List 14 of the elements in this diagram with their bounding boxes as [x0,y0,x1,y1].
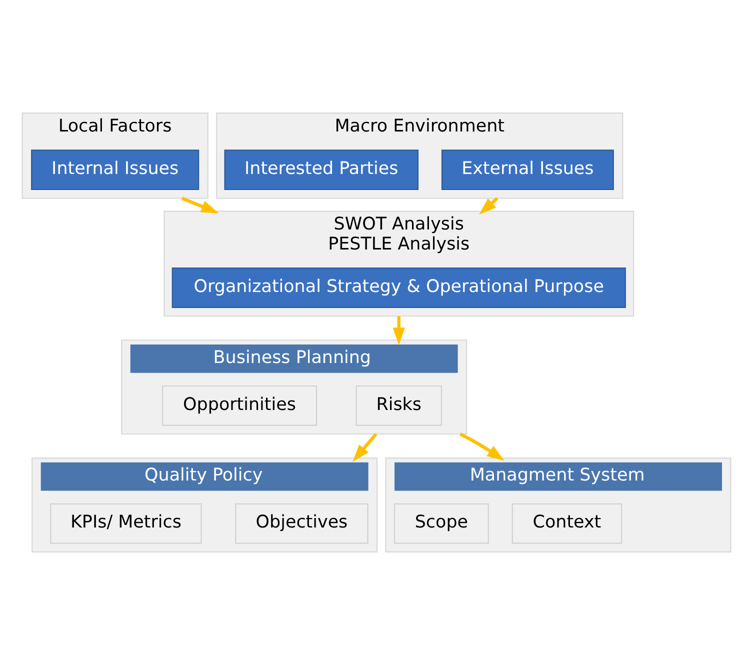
node-box: Risks [355,385,442,426]
arrow [180,196,218,214]
node-box: External Issues [440,150,614,190]
node-box: KPIs/ Metrics [50,503,202,544]
node-box: Interested Parties [224,150,418,190]
node-box: Context [511,503,622,544]
node-box: Objectives [234,503,368,544]
node-box: Internal Issues [30,150,199,190]
node-box: Organizational Strategy & Operational Purpose [171,268,626,308]
arrow [459,432,504,461]
node-box: Opportinities [162,385,316,426]
arrow [392,316,404,346]
arrow [352,432,377,462]
node-box: Scope [393,503,488,544]
